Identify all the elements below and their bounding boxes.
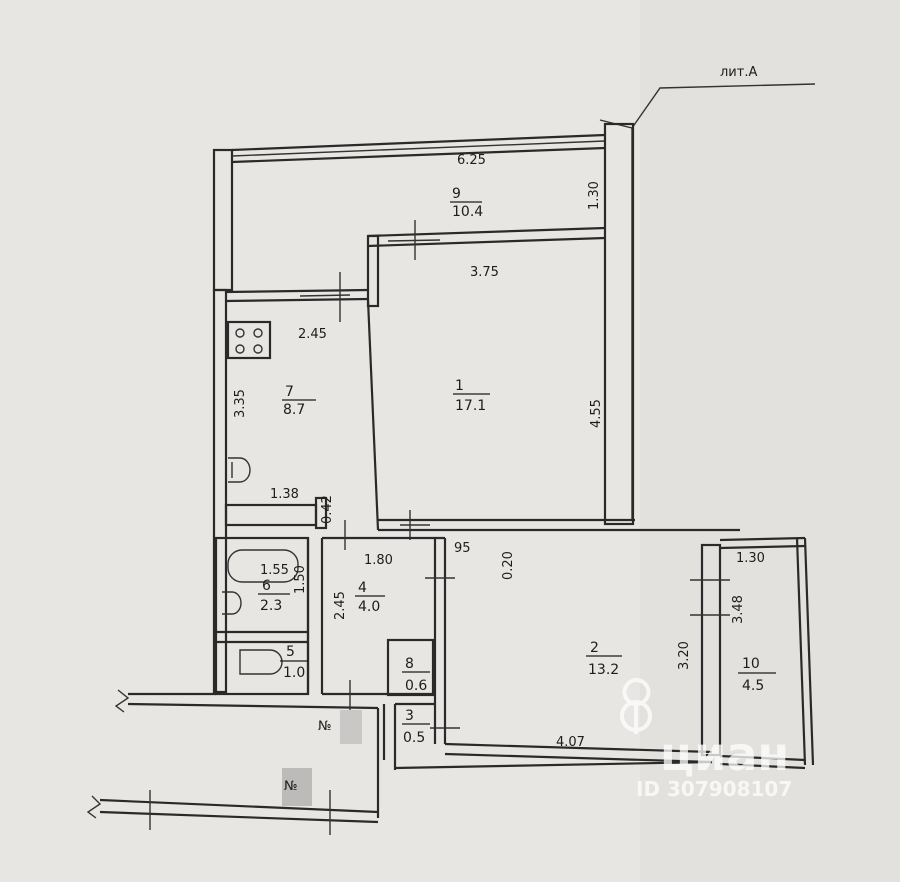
- room-area: 8.7: [283, 402, 305, 418]
- room-number: 10: [742, 656, 760, 672]
- room-label-2: 2 13.2: [586, 640, 622, 678]
- dim-3-35: 3.35: [233, 389, 248, 418]
- room-number: 6: [262, 578, 271, 594]
- room-area: 1.0: [283, 665, 305, 681]
- room-area: 0.5: [403, 730, 425, 746]
- room1-walls: [378, 510, 740, 540]
- location-pin-icon: [620, 678, 652, 734]
- dim-4-07: 4.07: [556, 735, 585, 750]
- room-number: 1: [455, 378, 464, 394]
- dim-0-42: 0.42: [320, 495, 335, 524]
- room-number: 2: [590, 640, 599, 656]
- entry-mark-2: №: [284, 779, 298, 794]
- room-number: 4: [358, 580, 367, 596]
- room-area: 4.5: [742, 678, 764, 694]
- room1-north-wall: [366, 220, 606, 308]
- room-number: 9: [452, 186, 461, 202]
- room-area: 4.0: [358, 599, 380, 615]
- dim-2-45-kitchen: 2.45: [298, 327, 327, 342]
- room-label-7: 7 8.7: [282, 384, 316, 418]
- bathroom-walls: [214, 536, 324, 696]
- dim-6-25: 6.25: [457, 153, 486, 168]
- room-area: 0.6: [405, 678, 427, 694]
- room-number: 7: [285, 384, 294, 400]
- dimensions: 6.25 1.30 3.75 4.55 2.45 3.35 1.38 0.42 …: [233, 153, 765, 750]
- room-area: 17.1: [455, 398, 486, 414]
- entry-mark-1: №: [318, 719, 332, 734]
- room-label-3: 3 0.5: [402, 708, 430, 746]
- room-label-5: 5 1.0: [280, 644, 308, 681]
- room-label-1: 1 17.1: [453, 378, 490, 414]
- room-area: 2.3: [260, 598, 282, 614]
- dim-3-48: 3.48: [731, 595, 746, 624]
- balcony-walls: [719, 536, 815, 770]
- room-area: 10.4: [452, 204, 483, 220]
- room-number: 5: [286, 644, 295, 660]
- watermark-brand: циан: [660, 727, 789, 781]
- dim-1-30-balcony: 1.30: [736, 551, 765, 566]
- room-area: 13.2: [588, 662, 619, 678]
- hallway-walls: [322, 520, 455, 760]
- watermark-id: ID 307908107: [636, 777, 792, 801]
- room-label-6: 6 2.3: [258, 578, 290, 614]
- room-label-8: 8 0.6: [402, 656, 430, 694]
- dim-95: 95: [454, 541, 471, 556]
- entrance-lines: [86, 680, 713, 835]
- dim-1-80: 1.80: [364, 553, 393, 568]
- building-label: лит.А: [720, 65, 757, 80]
- dim-1-55: 1.55: [260, 563, 289, 578]
- loggia-walls: [212, 122, 635, 526]
- kitchen-walls: [212, 272, 380, 694]
- dim-0-20: 0.20: [501, 551, 516, 580]
- dim-1-30-top: 1.30: [587, 181, 602, 210]
- dim-3-20: 3.20: [677, 641, 692, 670]
- room-number: 3: [405, 708, 414, 724]
- dim-4-55: 4.55: [589, 399, 604, 428]
- room-number: 8: [405, 656, 414, 672]
- room-label-10: 10 4.5: [738, 656, 776, 694]
- dim-1-50: 1.50: [293, 565, 308, 594]
- dim-2-45-hall: 2.45: [333, 591, 348, 620]
- dim-3-75: 3.75: [470, 265, 499, 280]
- watermark: циан ID 307908107: [620, 678, 792, 801]
- room2-walls: [430, 543, 730, 764]
- room-label-4: 4 4.0: [355, 580, 385, 615]
- dim-1-38: 1.38: [270, 487, 299, 502]
- room-label-9: 9 10.4: [450, 186, 483, 220]
